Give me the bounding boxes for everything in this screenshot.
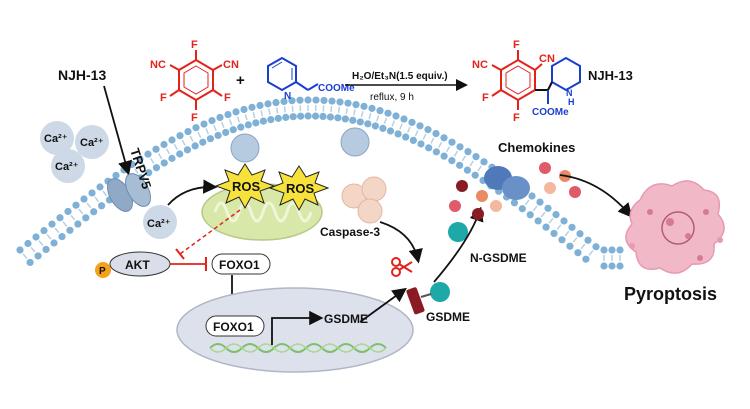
- cell-membrane: [16, 96, 624, 270]
- membrane-pore: [484, 166, 530, 200]
- calcium-inside: [143, 205, 177, 239]
- f-label: F: [513, 112, 520, 124]
- foxo1-label: FOXO1: [219, 258, 260, 272]
- nh-label: H: [568, 97, 575, 107]
- foxo1-cytoplasm: [211, 253, 271, 275]
- gsdme-label: GSDME: [426, 310, 470, 324]
- calcium-ion: Ca²⁺: [147, 218, 171, 230]
- product-name: NJH-13: [588, 68, 633, 83]
- pyroptosis-label: Pyroptosis: [624, 284, 717, 304]
- caspase-label: Caspase-3: [320, 225, 380, 239]
- foxo1-label: FOXO1: [213, 320, 254, 334]
- plus-sign: +: [236, 72, 245, 89]
- f-label: F: [191, 39, 198, 51]
- nucleus: [176, 287, 414, 373]
- foxo1-nuclear: [205, 315, 265, 337]
- ros-label: ROS: [232, 179, 261, 194]
- drug-label: NJH-13: [58, 67, 106, 83]
- pyridine-ester: N COOMe: [267, 56, 355, 102]
- reaction-reagent: H₂O/Et₃N(1.5 equiv.): [352, 71, 448, 82]
- f-label: F: [160, 92, 167, 104]
- nitrile-label: NC: [150, 59, 166, 71]
- chemokines-label: Chemokines: [498, 140, 575, 155]
- calcium-ion: Ca²⁺: [55, 161, 79, 173]
- calcium-ion: Ca²⁺: [80, 137, 104, 149]
- calcium-outside: Ca²⁺ Ca²⁺ Ca²⁺: [40, 121, 109, 183]
- f-label: F: [513, 39, 520, 51]
- ros-burst: ROS: [268, 165, 330, 212]
- f-label: F: [482, 92, 489, 104]
- nh-label: N: [566, 88, 573, 98]
- gsdme-gene-label: GSDME: [324, 312, 368, 326]
- ros-burst: ROS: [214, 163, 276, 210]
- akt-label: AKT: [125, 258, 150, 272]
- caspase-3: Caspase-3: [320, 176, 387, 239]
- phospho-label: P: [99, 266, 106, 277]
- reaction-conditions: reflux, 9 h: [370, 92, 414, 103]
- scissors-icon: [391, 257, 413, 277]
- gsdme-protein: GSDME: [406, 282, 470, 324]
- nitrogen-atom: N: [284, 91, 291, 102]
- ester-label: COOMe: [532, 107, 569, 118]
- reaction-scheme: F F F F NC CN + N COOMe H₂O/Et₃N(1.5 equ…: [150, 39, 633, 124]
- akt-node: P AKT: [95, 251, 171, 278]
- n-gsdme-label: N-GSDME: [470, 251, 527, 265]
- calcium-ion: Ca²⁺: [44, 133, 68, 145]
- pyroptotic-cell: [625, 180, 725, 274]
- nitrile-label: NC: [472, 59, 488, 71]
- f-label: F: [191, 112, 198, 124]
- f-label: F: [224, 92, 231, 104]
- reactant-benzene: F F F F NC CN: [150, 39, 239, 124]
- nitrile-label: CN: [223, 59, 239, 71]
- n-gsdme-protein: [448, 222, 468, 242]
- nitrile-label: CN: [539, 53, 555, 65]
- ros-label: ROS: [286, 181, 315, 196]
- product-structure: F F F NC CN N H COOMe NJH-13: [472, 39, 633, 124]
- ester-label: COOMe: [318, 83, 355, 94]
